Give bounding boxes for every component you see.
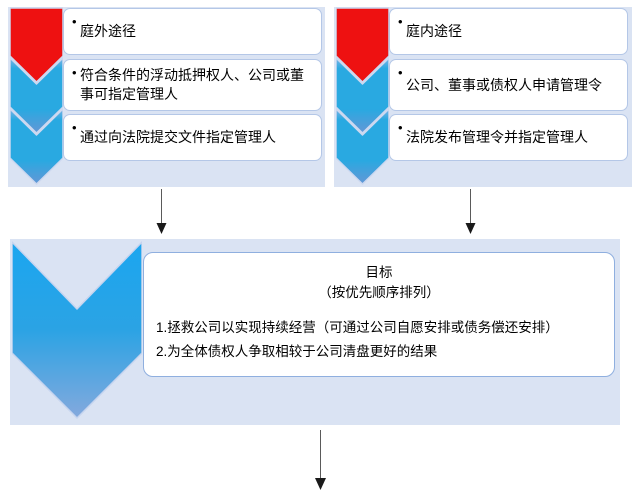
down-arrow-icon	[465, 189, 476, 234]
bullet: •	[398, 14, 403, 29]
down-arrow-icon	[156, 189, 167, 234]
down-chevron-blue-icon	[10, 57, 63, 134]
step-box: • 公司、董事或债权人申请管理令	[389, 59, 628, 111]
big-down-chevron-icon	[12, 241, 142, 419]
step-label: 法院发布管理令并指定管理人	[406, 129, 588, 145]
step-box: • 符合条件的浮动抵押权人、公司或董事可指定管理人	[63, 59, 322, 111]
bullet: •	[72, 120, 77, 135]
step-label: 庭内途径	[406, 23, 462, 39]
step-label: 庭外途径	[80, 23, 136, 39]
step-box: • 法院发布管理令并指定管理人	[389, 114, 628, 161]
out-of-court-panel: • 庭外途径 • 符合条件的浮动抵押权人、公司或董事可指定管理人 • 通过向法院…	[8, 7, 325, 187]
down-chevron-blue-icon	[336, 108, 389, 185]
goal-subtitle: （按优先顺序排列）	[318, 285, 440, 300]
goal-item: 1.拯救公司以实现持续经营（可通过公司自愿安排或债务偿还安排）	[156, 320, 559, 335]
bullet: •	[72, 65, 77, 80]
goal-box: 目标 （按优先顺序排列） 1.拯救公司以实现持续经营（可通过公司自愿安排或债务偿…	[143, 252, 615, 377]
down-arrow-icon	[315, 430, 326, 490]
goal-section: 目标 （按优先顺序排列） 1.拯救公司以实现持续经营（可通过公司自愿安排或债务偿…	[10, 239, 620, 425]
down-chevron-red-icon	[336, 7, 389, 83]
step-box: • 庭内途径	[389, 8, 628, 55]
goal-item: 2.为全体债权人争取相较于公司清盘更好的结果	[156, 344, 438, 359]
chevron-stack-right	[336, 7, 389, 185]
in-court-panel: • 庭内途径 • 公司、董事或债权人申请管理令 • 法院发布管理令并指定管理人	[334, 7, 632, 187]
bullet: •	[72, 14, 77, 29]
down-chevron-blue-icon	[336, 57, 389, 134]
chevron-stack-left	[10, 7, 63, 185]
goal-items: 1.拯救公司以实现持续经营（可通过公司自愿安排或债务偿还安排） 2.为全体债权人…	[156, 316, 602, 364]
step-label: 符合条件的浮动抵押权人、公司或董事可指定管理人	[80, 67, 304, 102]
down-chevron-blue-icon	[10, 108, 63, 185]
bullet: •	[398, 120, 403, 135]
goal-title: 目标	[365, 265, 393, 280]
step-box: • 通过向法院提交文件指定管理人	[63, 114, 322, 161]
down-chevron-red-icon	[10, 7, 63, 83]
bullet: •	[398, 65, 403, 80]
step-label: 通过向法院提交文件指定管理人	[80, 129, 276, 145]
step-box: • 庭外途径	[63, 8, 322, 55]
step-label: 公司、董事或债权人申请管理令	[406, 76, 602, 93]
